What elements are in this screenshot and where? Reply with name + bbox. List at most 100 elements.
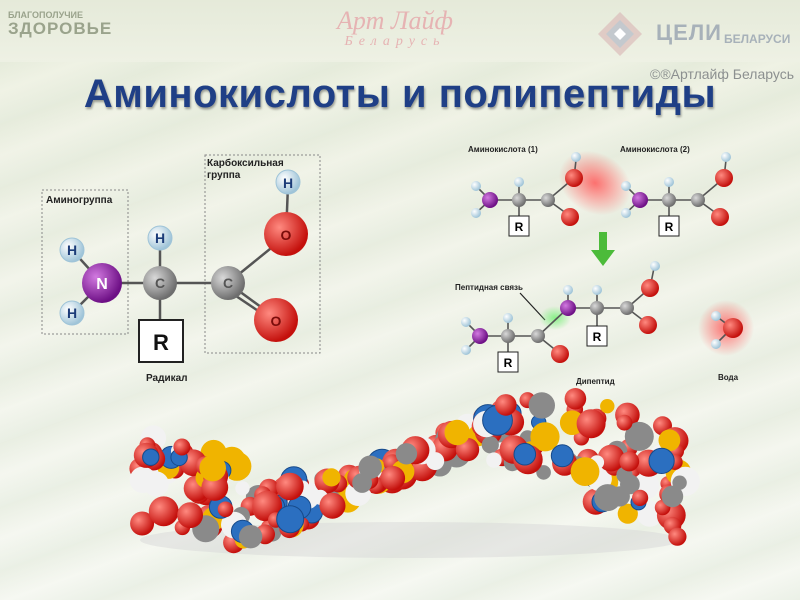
dp-h5: [592, 285, 602, 295]
protein-atom: [276, 472, 304, 501]
protein-atom: [536, 465, 551, 480]
logo-artlife: Арт Лайф Беларусь: [310, 6, 480, 56]
protein-atom: [486, 452, 502, 468]
a2-o2: [711, 208, 729, 226]
protein-atom: [352, 473, 372, 493]
logo-goals-belarus: ЦЕЛИ БЕЛАРУСИ: [596, 6, 796, 56]
protein-atom: [380, 465, 406, 491]
left-bonds: [71, 184, 290, 329]
protein-atom: [444, 419, 470, 446]
atom-o-double: O: [254, 298, 298, 342]
carboxyl-group-label-line2: группа: [207, 170, 241, 181]
protein-atom: [481, 436, 499, 454]
reaction-arrow-icon: [591, 232, 615, 266]
logo-right-sub: БЕЛАРУСИ: [724, 32, 791, 46]
protein-atom: [177, 502, 204, 529]
dp-o3: [639, 316, 657, 334]
a1-radical: [508, 215, 530, 237]
dp-o2: [641, 279, 659, 297]
logo-left-line2: ЗДОРОВЬЕ: [8, 19, 113, 38]
amino-acid-structure: Аминогруппа Карбоксильная группа H H N H…: [41, 154, 321, 384]
protein-atom: [495, 394, 517, 416]
protein-atom: [617, 503, 638, 524]
protein-atom: [513, 442, 537, 466]
dp-radical1: [497, 351, 519, 373]
protein-atom: [530, 422, 560, 452]
protein-atom: [600, 399, 615, 414]
protein-atom: [661, 485, 684, 508]
svg-text:H: H: [67, 242, 77, 258]
atom-o-hydroxyl: O: [264, 212, 308, 256]
protein-atom: [358, 455, 382, 479]
dp-n1: [472, 328, 488, 344]
dp-radical2-label: R: [593, 330, 602, 344]
a1-c2: [541, 193, 555, 207]
svg-text:O: O: [281, 227, 292, 243]
a2-n: [632, 192, 648, 208]
protein-atom: [658, 429, 681, 452]
protein-atom: [201, 474, 229, 501]
amino2-label: Аминокислота (2): [620, 145, 690, 154]
protein-atom: [142, 448, 160, 466]
protein-atom: [148, 496, 179, 527]
water-label: Вода: [718, 373, 739, 382]
a2-h4: [721, 152, 731, 162]
protein-3d-model: [129, 388, 700, 558]
protein-atom: [594, 484, 622, 512]
protein-atom: [319, 492, 346, 519]
atom-c-alpha: C: [143, 266, 177, 300]
water-o: [723, 318, 743, 338]
atom-h-3: H: [147, 225, 173, 251]
a2-radical-label: R: [665, 220, 674, 234]
protein-atom: [597, 444, 625, 472]
svg-text:C: C: [155, 275, 165, 291]
dp-o1: [551, 345, 569, 363]
protein-atom: [624, 421, 654, 451]
carboxyl-group-box: [204, 154, 321, 354]
protein-atom: [564, 388, 587, 410]
protein-atom: [616, 414, 633, 431]
reaction-highlight: [558, 150, 632, 216]
dp-radical1-label: R: [504, 356, 513, 370]
svg-text:H: H: [283, 175, 293, 191]
protein-atom: [648, 447, 675, 474]
amino1-label: Аминокислота (1): [468, 145, 538, 154]
protein-atom: [235, 481, 250, 496]
logo-health: БЛАГОПОЛУЧИЕ ЗДОРОВЬЕ: [8, 10, 208, 54]
logo-left-line1: БЛАГОПОЛУЧИЕ: [8, 10, 83, 20]
protein-atom: [550, 444, 574, 468]
protein-atom: [570, 457, 600, 486]
logo-mid-line2: Беларусь: [344, 34, 446, 49]
protein-atom: [238, 525, 263, 549]
protein-atom: [668, 527, 687, 546]
water-h1: [711, 311, 721, 321]
copyright-text: ©®Артлайф Беларусь: [650, 66, 794, 82]
dp-c1: [501, 329, 515, 343]
protein-atom: [619, 451, 640, 472]
dp-n2: [560, 300, 576, 316]
svg-text:O: O: [271, 313, 282, 329]
svg-text:N: N: [96, 276, 108, 293]
dp-h6: [650, 261, 660, 271]
header-bar: [0, 0, 800, 62]
svg-text:R: R: [153, 330, 169, 355]
logo-right-text: ЦЕЛИ: [656, 20, 722, 45]
atom-h-carboxyl: H: [275, 169, 301, 195]
radical-label: Радикал: [146, 373, 188, 384]
svg-text:H: H: [67, 305, 77, 321]
amino-group-label: Аминогруппа: [46, 195, 113, 206]
a1-c1: [512, 193, 526, 207]
a2-o1: [715, 169, 733, 187]
a1-h1: [471, 181, 481, 191]
a1-o2: [561, 208, 579, 226]
atom-h-2: H: [59, 300, 85, 326]
a1-n: [482, 192, 498, 208]
a2-h2: [621, 208, 631, 218]
protein-atom: [217, 501, 234, 518]
a2-h1: [621, 181, 631, 191]
protein-atom: [276, 505, 305, 534]
peptide-bond-label: Пептидная связь: [455, 283, 523, 292]
svg-text:H: H: [155, 230, 165, 246]
water-h2: [711, 339, 721, 349]
